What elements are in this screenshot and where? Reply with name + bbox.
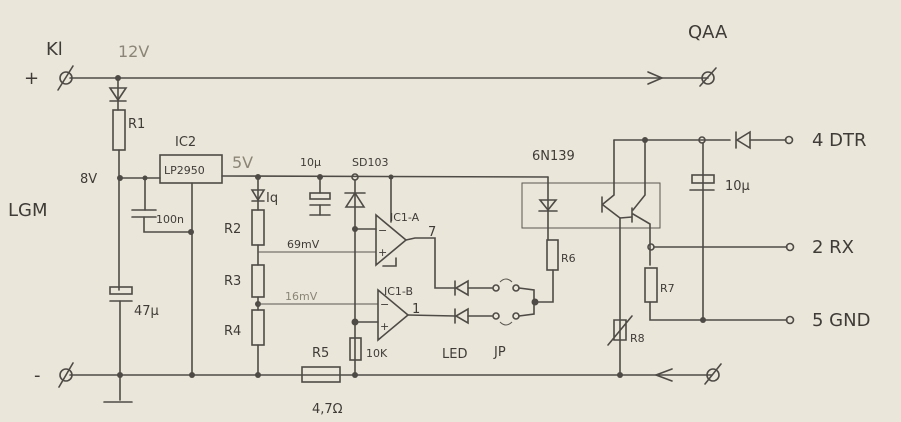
label-pin1: 1 xyxy=(412,302,420,317)
label-iq: Iq xyxy=(266,191,278,206)
label-10u-b: 10µ xyxy=(725,179,750,194)
label-rx: 2 RX xyxy=(812,237,854,258)
label-minus: - xyxy=(34,365,41,386)
label-dtr: 4 DTR xyxy=(812,130,867,151)
label-plus: + xyxy=(24,68,39,89)
label-qaa: QAA xyxy=(688,22,728,43)
r1-resistor xyxy=(112,109,126,151)
serial-port-section xyxy=(613,130,795,325)
op-amp-ic1a xyxy=(375,213,456,289)
labels: Kl + - 12V QAA R1 IC2 LP2950 8V LGM 100n… xyxy=(8,22,870,417)
label-pin7: 7 xyxy=(428,225,436,240)
label-gnd: 5 GND xyxy=(812,310,870,331)
label-k1: Kl xyxy=(46,39,63,60)
supply-section xyxy=(103,75,549,403)
label-r6: R6 xyxy=(561,252,576,265)
label-ic1b: IC1-B xyxy=(384,285,413,298)
r5-resistor xyxy=(301,366,341,383)
label-sd103: SD103 xyxy=(352,156,388,169)
bottom-rail xyxy=(69,363,722,385)
label-r4: R4 xyxy=(224,324,241,339)
label-led: LED xyxy=(442,347,467,362)
label-16mv: 16mV xyxy=(285,290,318,303)
optocoupler-6n139 xyxy=(521,139,661,378)
leds-jumper xyxy=(454,269,554,326)
label-r5: R5 xyxy=(312,346,329,361)
label-100n: 100n xyxy=(156,213,184,226)
label-ic1b-plus: + xyxy=(380,320,389,333)
label-ic1a-minus: − xyxy=(378,224,387,237)
label-6n139: 6N139 xyxy=(532,149,575,164)
cap-and-schottky xyxy=(309,173,394,378)
label-lgm: LGM xyxy=(8,200,48,221)
label-r3: R3 xyxy=(224,274,241,289)
label-r7: R7 xyxy=(660,282,675,295)
label-r8: R8 xyxy=(630,332,645,345)
label-ic1a: IC1-A xyxy=(390,211,420,224)
label-10u-a: 10µ xyxy=(300,156,321,169)
label-r5-value: 4,7Ω xyxy=(312,402,343,417)
label-r1: R1 xyxy=(128,117,145,132)
label-12v: 12V xyxy=(118,42,149,61)
label-jp: JP xyxy=(493,345,506,360)
label-8v: 8V xyxy=(80,172,97,187)
label-10k: 10K xyxy=(366,347,388,360)
label-ic2: IC2 xyxy=(175,135,196,150)
ic2-regulator xyxy=(159,154,223,184)
divider-chain xyxy=(250,174,378,378)
top-rail xyxy=(69,67,717,87)
label-lp2950: LP2950 xyxy=(164,164,205,177)
op-amp-ic1b xyxy=(377,288,456,342)
label-47u: 47µ xyxy=(134,304,159,319)
label-ic1b-minus: − xyxy=(380,298,389,311)
label-ic1a-plus: + xyxy=(378,246,387,259)
label-69mv: 69mV xyxy=(287,238,320,251)
input-terminals xyxy=(57,65,74,388)
label-r2: R2 xyxy=(224,222,241,237)
label-5v: 5V xyxy=(232,153,253,172)
